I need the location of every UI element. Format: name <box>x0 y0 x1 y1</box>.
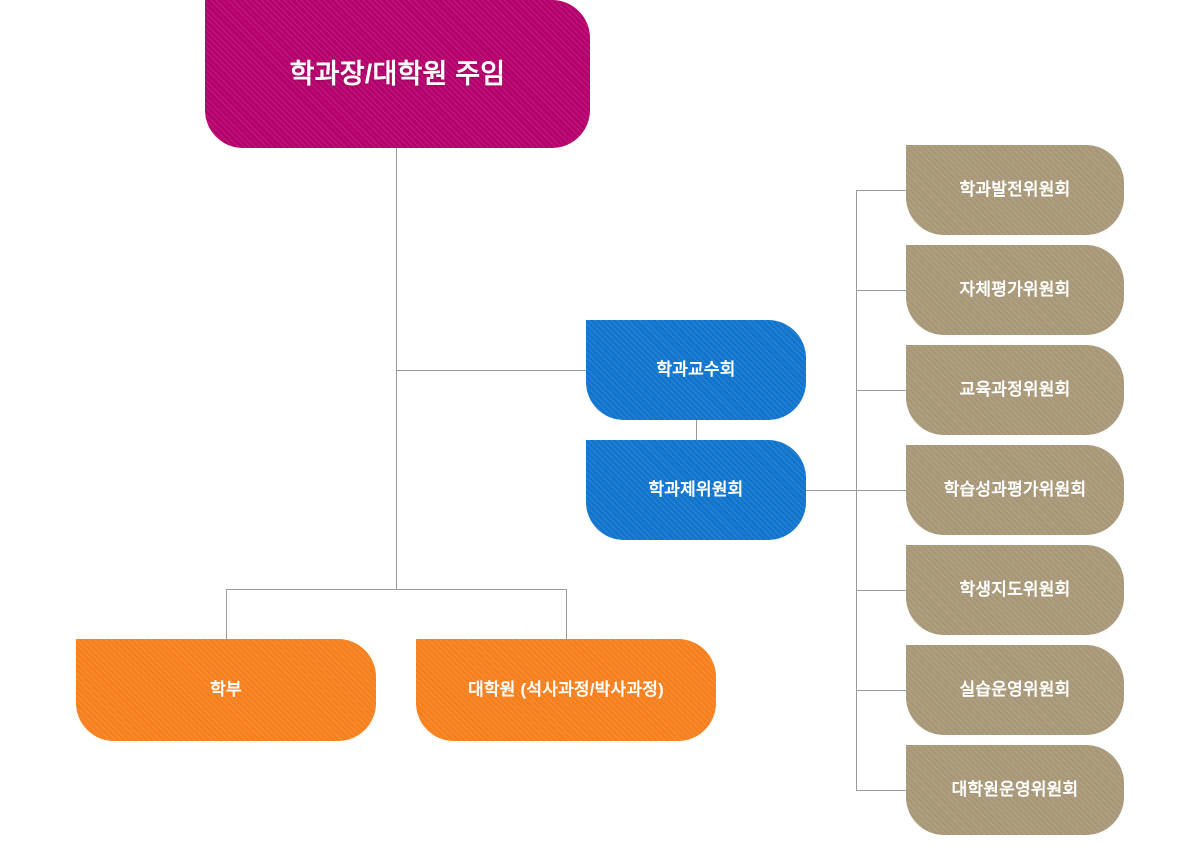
connector-stub-committee-5 <box>856 590 908 591</box>
node-undergraduate-program-label: 학부 <box>210 679 242 699</box>
connector-faculty-council-to-committee-council <box>696 419 697 441</box>
connector-stub-committee-7 <box>856 790 908 791</box>
node-department-committee-council[interactable]: 학과제위원회 <box>586 440 806 540</box>
node-undergraduate-program[interactable]: 학부 <box>76 639 376 741</box>
connector-root-trunk <box>396 148 397 590</box>
node-committee-curriculum-label: 교육과정위원회 <box>959 379 1071 399</box>
node-committee-learning-outcomes-label: 학습성과평가위원회 <box>943 479 1087 499</box>
connector-drop-undergraduate <box>226 589 227 639</box>
node-faculty-council[interactable]: 학과교수회 <box>586 320 806 420</box>
node-committee-development-label: 학과발전위원회 <box>959 179 1071 199</box>
node-committee-curriculum[interactable]: 교육과정위원회 <box>906 345 1124 435</box>
node-committee-graduate-operations[interactable]: 대학원운영위원회 <box>906 745 1124 835</box>
node-faculty-council-label: 학과교수회 <box>656 359 736 379</box>
node-committee-student-guidance-label: 학생지도위원회 <box>959 579 1071 599</box>
node-department-head-label: 학과장/대학원 주임 <box>289 58 506 89</box>
connector-stub-committee-1 <box>856 190 908 191</box>
node-committee-self-evaluation-label: 자체평가위원회 <box>959 279 1071 299</box>
connector-programs-bar <box>226 589 567 590</box>
node-committee-self-evaluation[interactable]: 자체평가위원회 <box>906 245 1124 335</box>
connector-stub-committee-2 <box>856 290 908 291</box>
node-committee-practicum[interactable]: 실습운영위원회 <box>906 645 1124 735</box>
connector-stub-committee-3 <box>856 390 908 391</box>
node-graduate-program-label: 대학원 (석사과정/박사과정) <box>468 679 664 699</box>
connector-root-to-faculty-council <box>396 370 586 371</box>
connector-drop-graduate <box>566 589 567 639</box>
node-committee-learning-outcomes[interactable]: 학습성과평가위원회 <box>906 445 1124 535</box>
node-committee-student-guidance[interactable]: 학생지도위원회 <box>906 545 1124 635</box>
node-department-head[interactable]: 학과장/대학원 주임 <box>205 0 590 148</box>
connector-stub-committee-6 <box>856 690 908 691</box>
node-committee-development[interactable]: 학과발전위원회 <box>906 145 1124 235</box>
connector-stub-committee-4 <box>856 490 908 491</box>
node-department-committee-council-label: 학과제위원회 <box>648 479 744 499</box>
node-graduate-program[interactable]: 대학원 (석사과정/박사과정) <box>416 639 716 741</box>
node-committee-practicum-label: 실습운영위원회 <box>959 679 1071 699</box>
node-committee-graduate-operations-label: 대학원운영위원회 <box>951 779 1079 799</box>
